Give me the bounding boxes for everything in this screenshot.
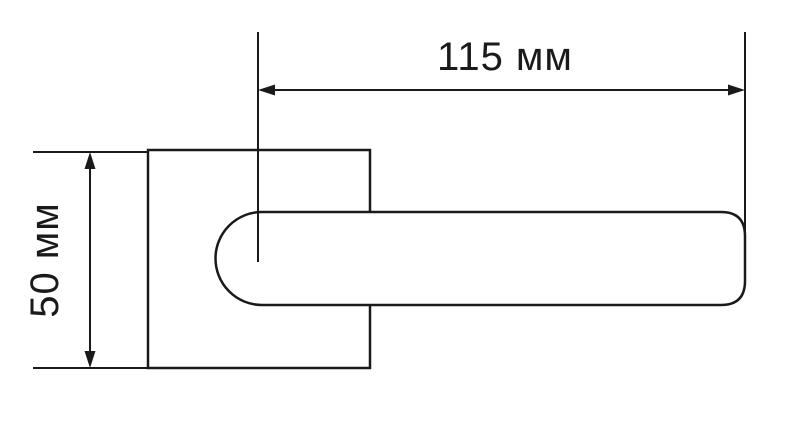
width-arrowhead-left-icon [258, 84, 275, 96]
width-dimension-label: 115 мм [437, 35, 573, 79]
width-arrowhead-right-icon [728, 84, 745, 96]
handle-lever [214, 210, 747, 307]
height-dimension-label: 50 мм [23, 202, 67, 318]
height-arrowhead-top-icon [84, 152, 96, 169]
height-arrowhead-bottom-icon [84, 351, 96, 368]
